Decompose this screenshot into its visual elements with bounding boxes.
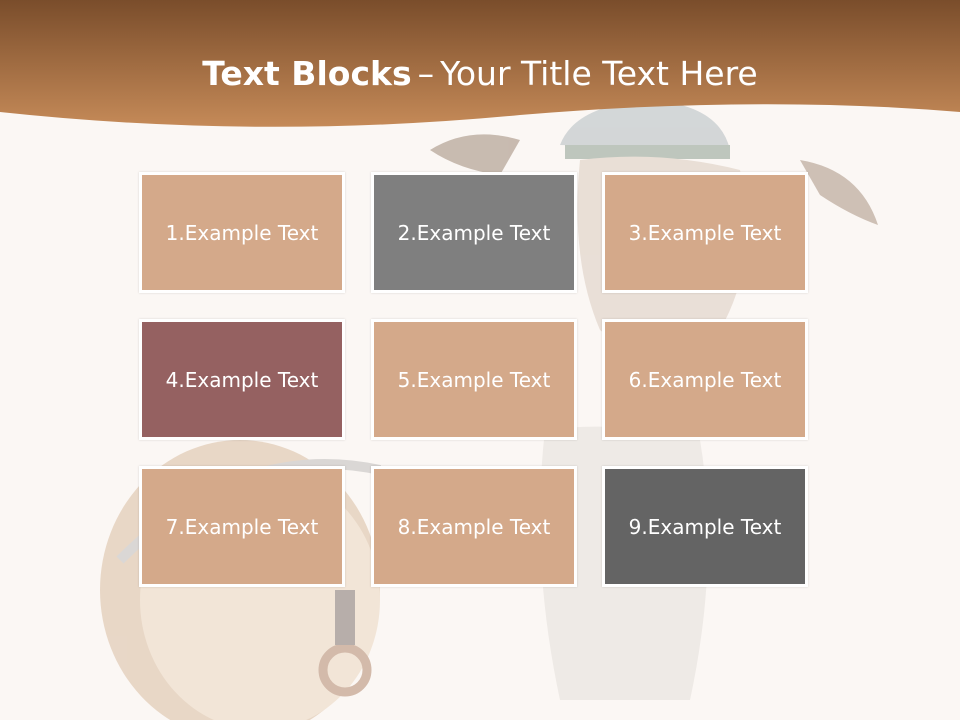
slide-title: Text Blocks–Your Title Text Here xyxy=(0,52,960,96)
pretzel-shape xyxy=(318,643,372,697)
ribbon-shape xyxy=(335,590,355,645)
text-block-4[interactable]: 4.Example Text xyxy=(139,319,345,440)
title-separator: – xyxy=(417,54,435,93)
text-block-2[interactable]: 2.Example Text xyxy=(371,172,577,293)
text-block-7[interactable]: 7.Example Text xyxy=(139,466,345,587)
dog-right-ear-shape xyxy=(800,160,878,225)
text-block-9[interactable]: 9.Example Text xyxy=(602,466,808,587)
text-block-3[interactable]: 3.Example Text xyxy=(602,172,808,293)
header-banner xyxy=(0,0,960,127)
text-block-8[interactable]: 8.Example Text xyxy=(371,466,577,587)
text-block-1[interactable]: 1.Example Text xyxy=(139,172,345,293)
text-block-6[interactable]: 6.Example Text xyxy=(602,319,808,440)
text-block-5[interactable]: 5.Example Text xyxy=(371,319,577,440)
hat-band-shape xyxy=(565,145,730,159)
hat-shape xyxy=(560,100,730,150)
title-rest-text: Your Title Text Here xyxy=(440,54,758,93)
title-bold-text: Text Blocks xyxy=(202,54,412,93)
dog-left-ear-shape xyxy=(430,134,520,175)
